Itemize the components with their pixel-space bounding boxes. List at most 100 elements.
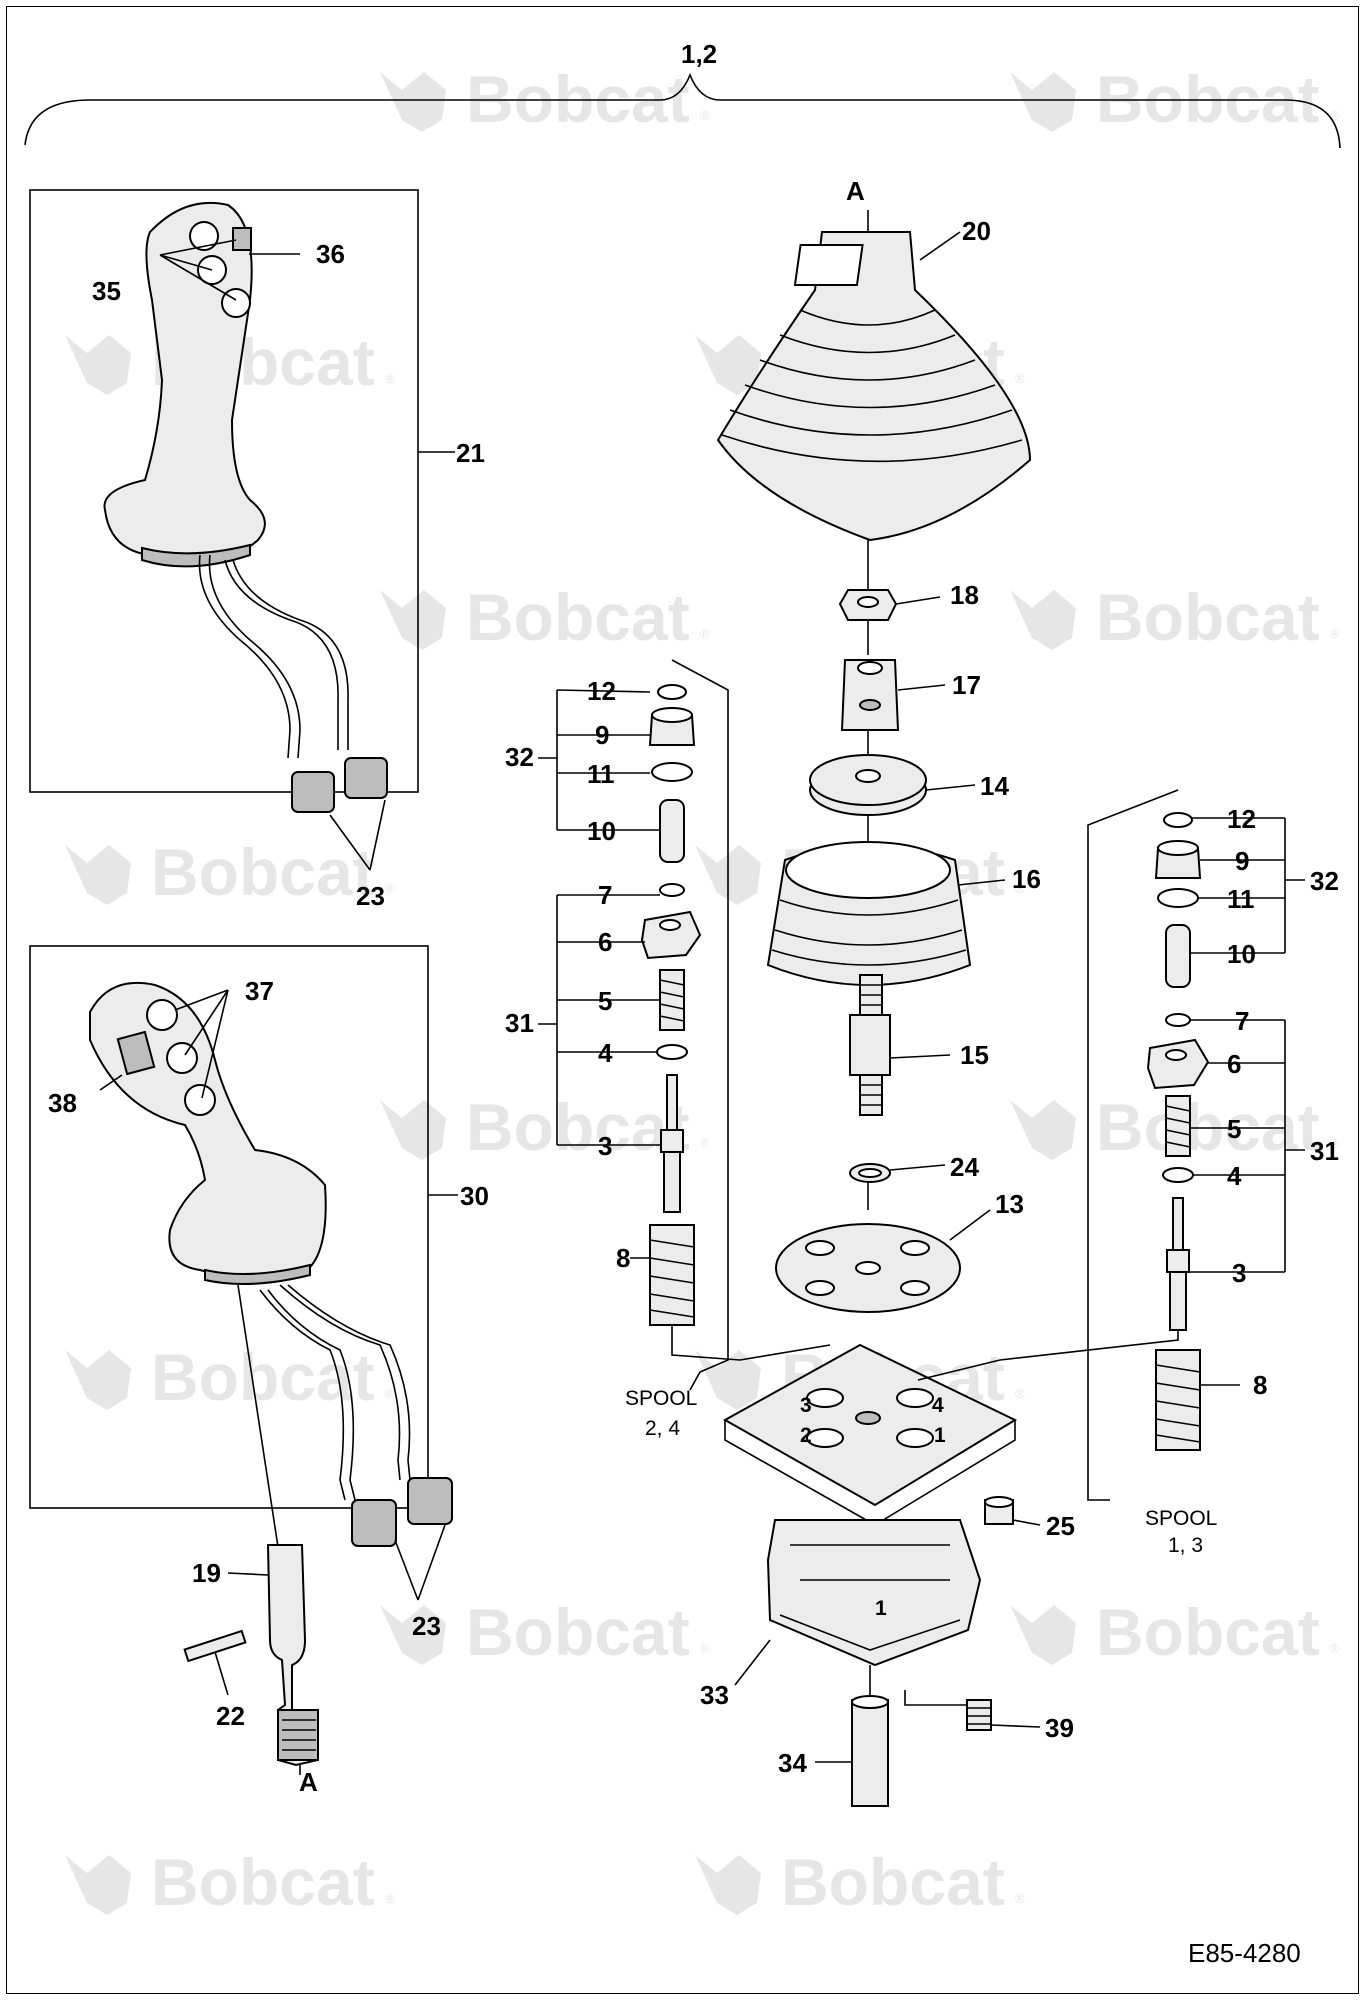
svg-text:Bobcat: Bobcat [1096, 62, 1320, 136]
watermark: Bobcat ® [695, 1845, 1025, 1919]
svg-text:®: ® [1015, 881, 1025, 896]
port-number-2: 2 [800, 1424, 812, 1447]
leader-line [990, 1724, 1041, 1728]
callout-39: 39 [1045, 1713, 1074, 1743]
svg-text:®: ® [1015, 1891, 1025, 1906]
leader-line [957, 879, 1006, 886]
callout-3: 3 [1232, 1258, 1246, 1288]
callout-32: 32 [1310, 866, 1339, 896]
leader-line [889, 1054, 951, 1059]
leader-line [671, 1325, 831, 1361]
callout-31: 31 [1310, 1136, 1339, 1166]
handle-assembly-box-30 [29, 945, 429, 1509]
callout-21: 21 [456, 438, 485, 468]
callout-14: 14 [980, 771, 1009, 801]
handle-assembly-box-21 [29, 189, 419, 793]
callout-11: 11 [1227, 884, 1255, 914]
leader-line [917, 1330, 1179, 1381]
callout-20: 20 [962, 216, 991, 246]
callout-34: 34 [778, 1748, 807, 1778]
callout-13: 13 [995, 1189, 1024, 1219]
callout-22: 22 [216, 1701, 245, 1731]
leader-line [556, 689, 651, 693]
housing-top-plate: 3 4 2 1 [722, 1343, 1018, 1526]
callout-10: 10 [1227, 939, 1256, 969]
callout-1-2: 1,2 [681, 39, 717, 69]
watermark: Bobcat ® [65, 1340, 395, 1414]
callout-30: 30 [460, 1181, 489, 1211]
callout-12: 12 [1227, 804, 1256, 834]
watermark: Bobcat ® [1010, 1090, 1340, 1164]
leader-line [919, 231, 961, 261]
universal-joint-15 [849, 974, 891, 1116]
svg-text:®: ® [1015, 371, 1025, 386]
callout-32: 32 [505, 742, 534, 772]
leader-line [214, 1651, 229, 1696]
spool-label-right-ports: 1, 3 [1168, 1534, 1203, 1557]
callout-23: 23 [412, 1611, 441, 1641]
svg-text:®: ® [385, 1891, 395, 1906]
svg-text:®: ® [700, 1641, 710, 1656]
leader-line [889, 1164, 946, 1171]
watermark: Bobcat ® [65, 835, 395, 909]
leader-line [1087, 789, 1179, 1501]
joystick-handle-21 [103, 201, 388, 813]
callout-37: 37 [245, 976, 274, 1006]
callout-6: 6 [598, 927, 612, 957]
svg-text:®: ® [700, 108, 710, 123]
leader-line [904, 1690, 967, 1706]
plug-25 [984, 1496, 1014, 1525]
leader-line [895, 596, 941, 605]
callout-18: 18 [950, 580, 979, 610]
callout-5: 5 [598, 986, 612, 1016]
callout-19: 19 [192, 1558, 221, 1588]
callout-10: 10 [587, 816, 616, 846]
port-number-1: 1 [934, 1424, 946, 1447]
svg-text:®: ® [1330, 1641, 1340, 1656]
callout-16: 16 [1012, 864, 1041, 894]
body-mark: 1 [875, 1597, 887, 1620]
svg-text:®: ® [385, 881, 395, 896]
svg-text:Bobcat: Bobcat [1096, 1595, 1320, 1669]
leader-line [734, 1639, 771, 1686]
leader-line [538, 895, 558, 1145]
svg-text:Bobcat: Bobcat [151, 1845, 375, 1919]
watermark: Bobcat ® [65, 1845, 395, 1919]
leader-line [329, 799, 386, 871]
svg-text:Bobcat: Bobcat [1096, 580, 1320, 654]
watermark: Bobcat ® [1010, 1595, 1340, 1669]
callout-8: 8 [616, 1243, 630, 1273]
callout-35: 35 [92, 276, 121, 306]
callout-23: 23 [356, 881, 385, 911]
leader-line [1284, 1020, 1305, 1272]
port-number-3: 3 [800, 1394, 812, 1417]
watermark: Bobcat ® [1010, 62, 1340, 136]
drawing-frame [6, 6, 1359, 1994]
svg-text:Bobcat: Bobcat [1096, 1090, 1320, 1164]
port-number-4: 4 [932, 1394, 944, 1417]
callout-33: 33 [700, 1680, 729, 1710]
callout-11: 11 [587, 759, 615, 789]
svg-text:Bobcat: Bobcat [781, 1845, 1005, 1919]
svg-text:®: ® [1015, 1386, 1025, 1401]
leader-line [949, 1209, 991, 1241]
cam-plate-14 [809, 754, 927, 816]
leader-line [671, 659, 729, 1391]
joystick-handle-30 [89, 981, 453, 1561]
watermark: Bobcat ® [380, 62, 710, 136]
spool-label-left-ports: 2, 4 [645, 1417, 680, 1440]
callout-17: 17 [952, 670, 981, 700]
spool-label-left-title: SPOOL [625, 1387, 697, 1410]
svg-text:®: ® [385, 1386, 395, 1401]
callout-4: 4 [1227, 1161, 1242, 1191]
spool-stack-right [1146, 812, 1210, 1451]
callout-36: 36 [316, 239, 345, 269]
callout-4: 4 [598, 1038, 613, 1068]
coupling-17 [840, 659, 900, 731]
callout-12: 12 [587, 676, 616, 706]
svg-text:Bobcat: Bobcat [466, 580, 690, 654]
callout-24: 24 [950, 1152, 979, 1182]
callout-38: 38 [48, 1088, 77, 1118]
handle-adapter-19 [183, 1544, 319, 1767]
